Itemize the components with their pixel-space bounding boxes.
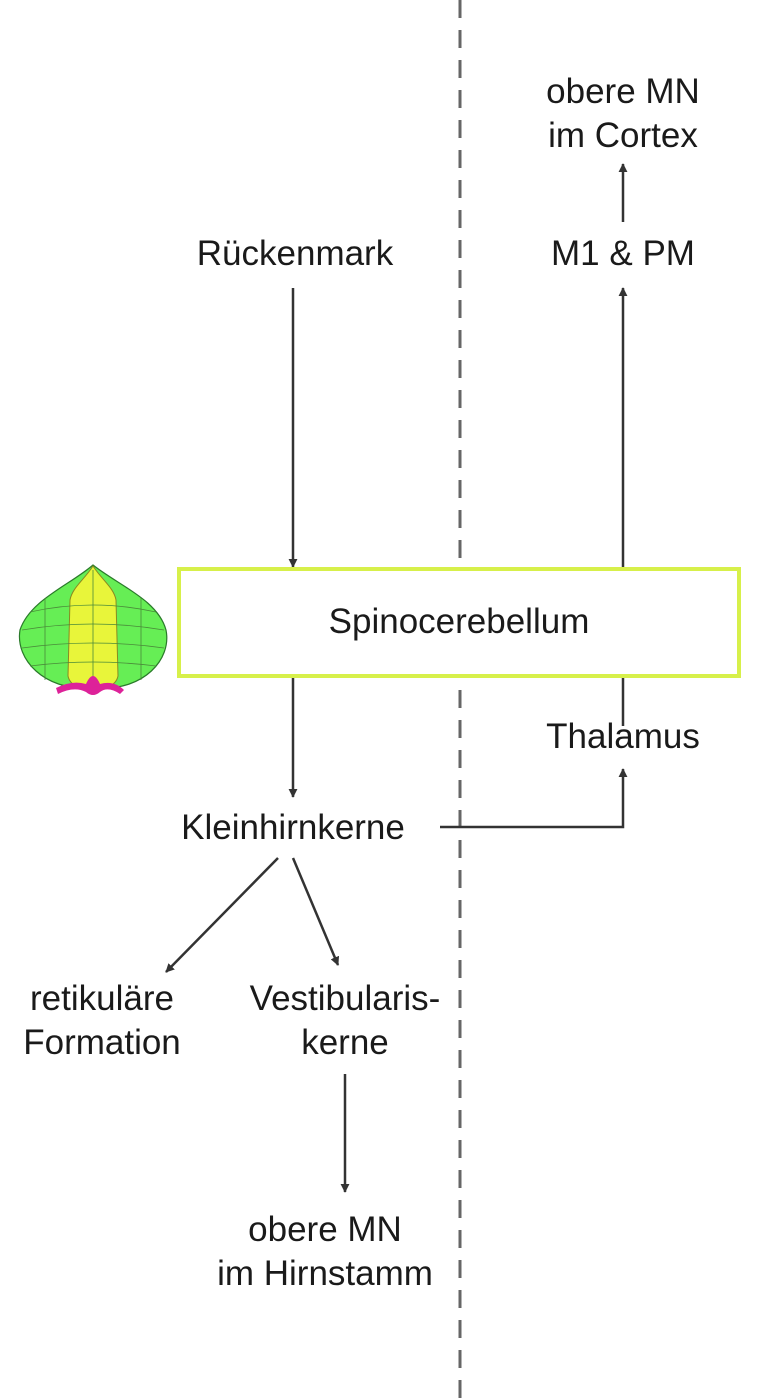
rueckenmark-label: Rückenmark	[196, 234, 394, 273]
hirnstamm-mn-line1: obere MN	[248, 1210, 402, 1249]
arrow-kleinhirnkerne-to-retikulaere	[165, 857, 279, 973]
cortex-mn-line1: obere MN	[546, 72, 700, 111]
cerebellum-icon	[18, 564, 168, 695]
retikulaere-line2: Formation	[23, 1023, 181, 1062]
thalamus-label: Thalamus	[546, 717, 700, 756]
vestibularis-line1: Vestibularis-	[249, 979, 441, 1018]
kleinhirnkerne-label: Kleinhirnkerne	[181, 808, 405, 847]
cortex-mn-line2: im Cortex	[548, 116, 698, 155]
m1-pm-label: M1 & PM	[551, 234, 695, 273]
arrow-kleinhirnkerne-to-thalamus	[440, 768, 628, 829]
vestibularis-line2: kerne	[301, 1023, 389, 1062]
hirnstamm-mn-label: obere MN im Hirnstamm	[190, 1208, 460, 1296]
cortex-mn-label: obere MN im Cortex	[500, 70, 746, 158]
spinocerebellum-box	[177, 567, 741, 678]
retikulaere-line1: retikuläre	[30, 979, 174, 1018]
arrow-kleinhirnkerne-to-vestibularis	[291, 857, 340, 966]
hirnstamm-mn-line2: im Hirnstamm	[217, 1254, 433, 1293]
vestibularis-label: Vestibularis- kerne	[222, 977, 468, 1065]
spinocerebellum-label: Spinocerebellum	[328, 602, 590, 641]
retikulaere-label: retikuläre Formation	[0, 977, 204, 1065]
